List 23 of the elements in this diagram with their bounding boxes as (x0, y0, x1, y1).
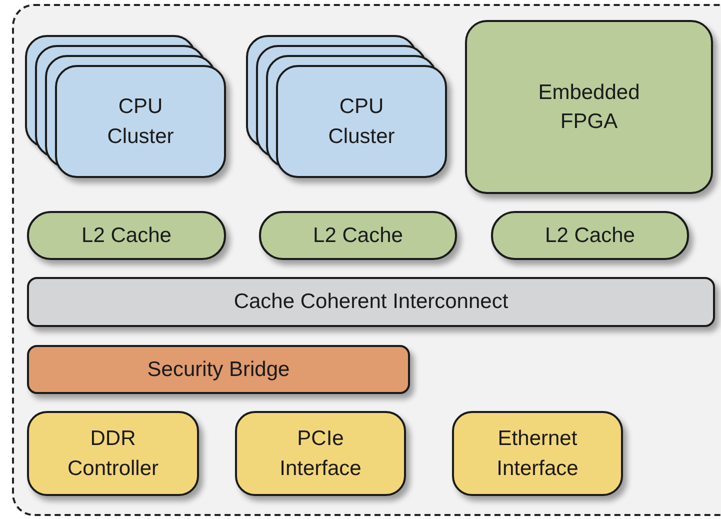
dashed-container (12, 4, 721, 516)
block-label: L2 Cache (82, 222, 172, 249)
bridge-bar (27, 345, 410, 394)
block-label: Cache Coherent Interconnect (234, 289, 508, 316)
block-label: CPU Cluster (327, 94, 396, 150)
block-label: L2 Cache (545, 222, 635, 249)
cache-block (27, 211, 226, 260)
cache-block (491, 211, 689, 260)
interface-block (235, 411, 406, 496)
block-label: CPU Cluster (106, 94, 175, 150)
cache-block (259, 211, 457, 260)
cpu-cluster-card (55, 65, 226, 178)
controller-block (27, 411, 199, 496)
block-label: Embedded FPGA (537, 80, 641, 135)
block-label: PCIe Interface (278, 426, 362, 482)
interconnect-bar (27, 277, 715, 327)
interface-block (452, 411, 623, 496)
block-label: Security Bridge (147, 356, 290, 383)
fpga-block (465, 20, 713, 194)
block-label: DDR Controller (66, 426, 160, 482)
block-label: Ethernet Interface (496, 426, 580, 482)
cpu-cluster-card (276, 65, 447, 178)
block-label: L2 Cache (313, 222, 403, 249)
